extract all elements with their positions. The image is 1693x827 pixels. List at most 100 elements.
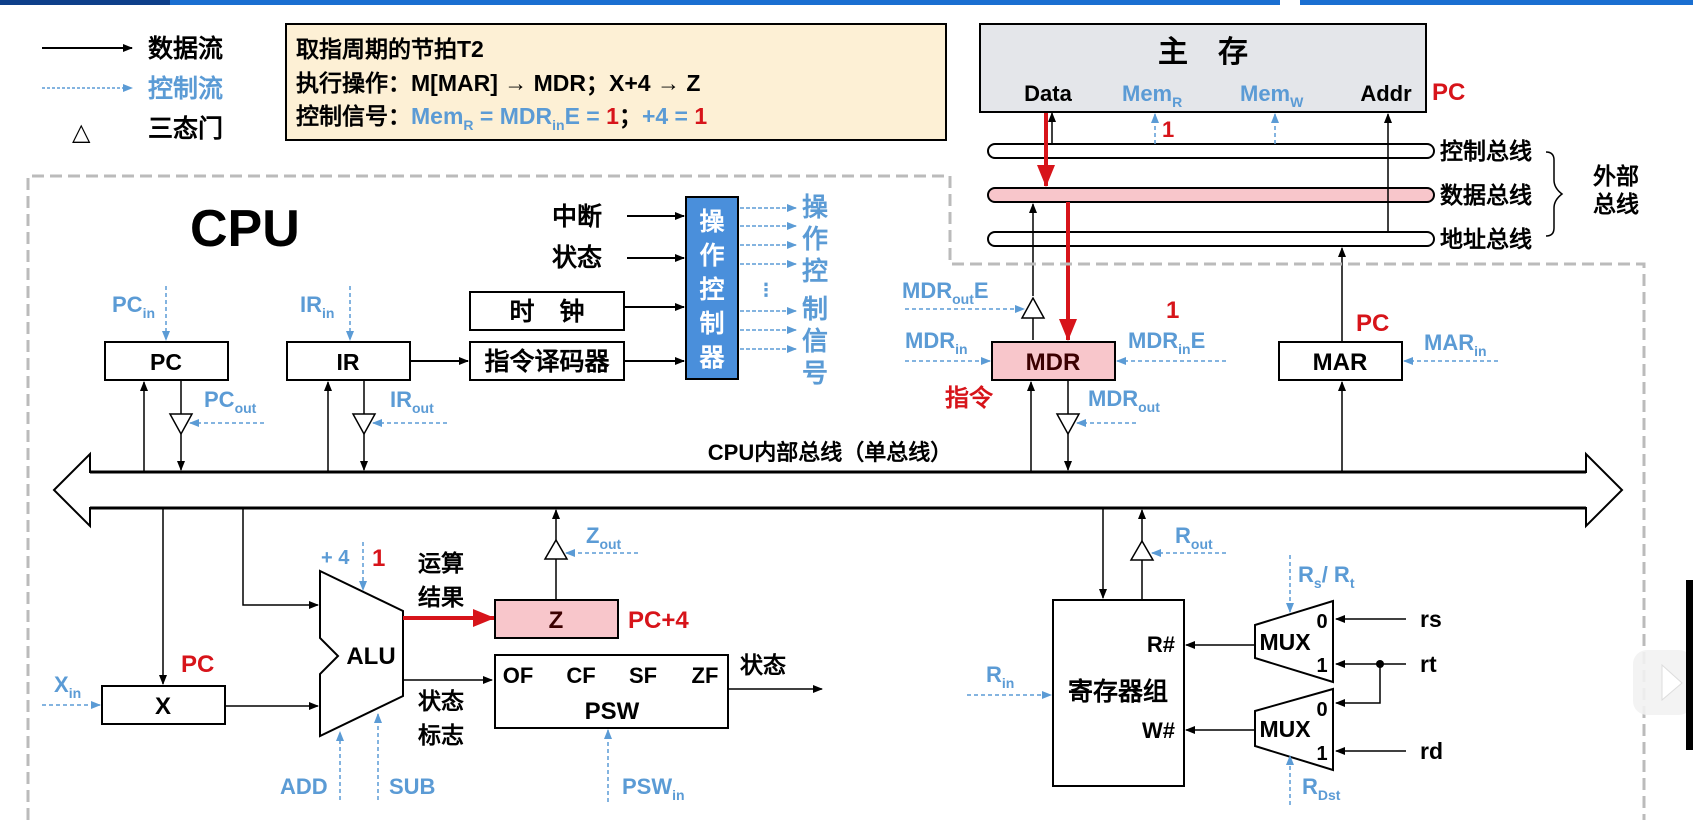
video-play-overlay[interactable] <box>1633 580 1693 750</box>
address-bus <box>987 231 1435 247</box>
mdr-out-tristate-icon <box>1055 413 1081 436</box>
ir-out-signal: IRout <box>390 387 434 416</box>
ir-out-tristate-icon <box>351 413 377 436</box>
cpu-internal-bus: CPU内部总线（单总线） <box>52 440 1624 529</box>
alu-add-signal: ADD <box>280 774 328 799</box>
mux2-control-signal: RDst <box>1302 774 1341 803</box>
mar-label: MAR <box>1313 349 1368 376</box>
external-buses: 控制总线 数据总线 地址总线 外部 总线 1 <box>987 112 1639 342</box>
controller-char: 作 <box>699 242 724 270</box>
control-signals-char: 信 <box>802 326 828 356</box>
status-input-label: 状态 <box>552 244 602 272</box>
control-signals-char: 制 <box>802 294 828 324</box>
mux1-label: MUX <box>1259 629 1311 655</box>
result-label-line2: 结果 <box>418 584 464 610</box>
control-bus <box>987 143 1435 159</box>
mdr-out-e-tristate-icon <box>1020 296 1046 319</box>
pc-out-signal: PCout <box>204 387 257 416</box>
alu-plus4-value: 1 <box>372 545 385 572</box>
legend-tristate: 三态门 <box>148 114 223 143</box>
interrupt-label: 中断 <box>552 202 602 231</box>
clock-box <box>469 291 625 331</box>
mdr-register: MDR MDRoutE MDRin MDRinE 1 指令 MDRout <box>902 278 1226 472</box>
main-memory: 主 存 Data MemR MemW Addr PC <box>979 23 1465 113</box>
ir-register: IR IRin IRout <box>286 286 469 472</box>
tristate-icon: △ <box>72 119 91 146</box>
data-bus <box>987 187 1435 203</box>
controller-char: 制 <box>699 310 724 338</box>
alu-label: ALU <box>346 643 395 670</box>
reg-in-signal: Rin <box>986 662 1014 691</box>
data-bus-label: 数据总线 <box>1440 182 1532 208</box>
operation-controller <box>685 196 739 380</box>
psw-status-output: 状态 <box>740 652 786 678</box>
mux-read: MUX 0 1 Rs/ Rt rs rt <box>1185 555 1442 707</box>
mux1-input1: 1 <box>1316 655 1327 677</box>
clock-label: 时 钟 <box>509 298 584 326</box>
mdr-in-e-value: 1 <box>1166 297 1179 324</box>
alu: ALU + 4 1 ADD SUB 运算 结果 状态 标志 <box>242 508 495 800</box>
mar-register: MAR PC MARin <box>1278 310 1498 472</box>
controller-char: 器 <box>698 344 725 372</box>
pc-out-tristate-icon <box>168 413 194 436</box>
memory-data-port: Data <box>1024 81 1072 106</box>
z-label: Z <box>549 607 564 634</box>
bus-brace <box>1545 151 1564 237</box>
pc-label: PC <box>150 349 182 375</box>
x-value: PC <box>181 651 214 678</box>
pc-in-signal: PCin <box>112 292 155 321</box>
z-out-signal: Zout <box>586 523 622 552</box>
info-control-signals: 控制信号：MemR = MDRinE = 1；+4 = 1 <box>296 103 707 133</box>
top-banner <box>0 0 1693 5</box>
external-bus-group-line1: 外部 <box>1593 163 1639 189</box>
memory-title: 主 存 <box>1158 36 1248 69</box>
reg-out-signal: Rout <box>1175 523 1213 552</box>
mux2-label: MUX <box>1259 716 1311 742</box>
mux1-input0: 0 <box>1316 611 1327 633</box>
mdr-out-signal: MDRout <box>1088 386 1160 415</box>
flags-label-line2: 标志 <box>418 722 464 748</box>
play-icon[interactable] <box>1661 663 1683 702</box>
read-port-label: R# <box>1147 632 1175 657</box>
memr-signal-value: 1 <box>1162 117 1174 142</box>
psw-flag: SF <box>629 663 657 688</box>
control-signal-arrows <box>740 204 797 353</box>
z-value: PC+4 <box>628 607 689 634</box>
mux2-input0: 0 <box>1316 699 1327 721</box>
mux1-control-signal: Rs/ Rt <box>1298 562 1355 591</box>
internal-bus-label: CPU内部总线（单总线） <box>708 440 952 465</box>
rs-label: rs <box>1420 606 1442 632</box>
write-port-label: W# <box>1142 718 1175 743</box>
z-register: Z PC+4 Zout <box>494 509 689 639</box>
alu-sub-signal: SUB <box>389 774 435 799</box>
info-title: 取指周期的节拍T2 <box>296 36 484 62</box>
control-bus-label: 控制总线 <box>1440 138 1532 164</box>
mar-value: PC <box>1356 310 1389 337</box>
mdr-in-signal: MDRin <box>905 328 968 357</box>
instruction-decoder-box <box>469 341 625 381</box>
memory-addr-value: PC <box>1432 79 1465 106</box>
x-register: X PC Xin <box>42 508 319 725</box>
info-operation: 执行操作：M[MAR] → MDR；X+4 → Z <box>296 70 700 96</box>
mdr-out-e-signal: MDRoutE <box>902 278 989 307</box>
memory-memw-port: MemW <box>1240 81 1304 110</box>
z-out-tristate-icon <box>543 538 569 560</box>
memory-addr-port: Addr <box>1360 81 1412 106</box>
register-file-label: 寄存器组 <box>1068 677 1168 706</box>
x-in-signal: Xin <box>54 672 81 701</box>
x-label: X <box>155 693 171 720</box>
alu-plus4-signal: + 4 <box>321 547 350 569</box>
ir-label: IR <box>337 349 360 375</box>
controller-char: 操 <box>699 208 725 236</box>
memory-memr-port: MemR <box>1122 81 1182 110</box>
legend: 数据流 控制流 △ 三态门 <box>42 35 223 146</box>
signal-ellipsis: ⋮ <box>757 280 775 300</box>
control-signals-char: 作 <box>802 224 828 254</box>
legend-data-flow: 数据流 <box>148 35 223 63</box>
legend-control-flow: 控制流 <box>148 75 223 103</box>
psw-flag: OF <box>503 663 534 688</box>
psw-flag: ZF <box>692 663 719 688</box>
rt-label: rt <box>1420 651 1437 677</box>
control-signals-char: 操 <box>802 192 829 222</box>
